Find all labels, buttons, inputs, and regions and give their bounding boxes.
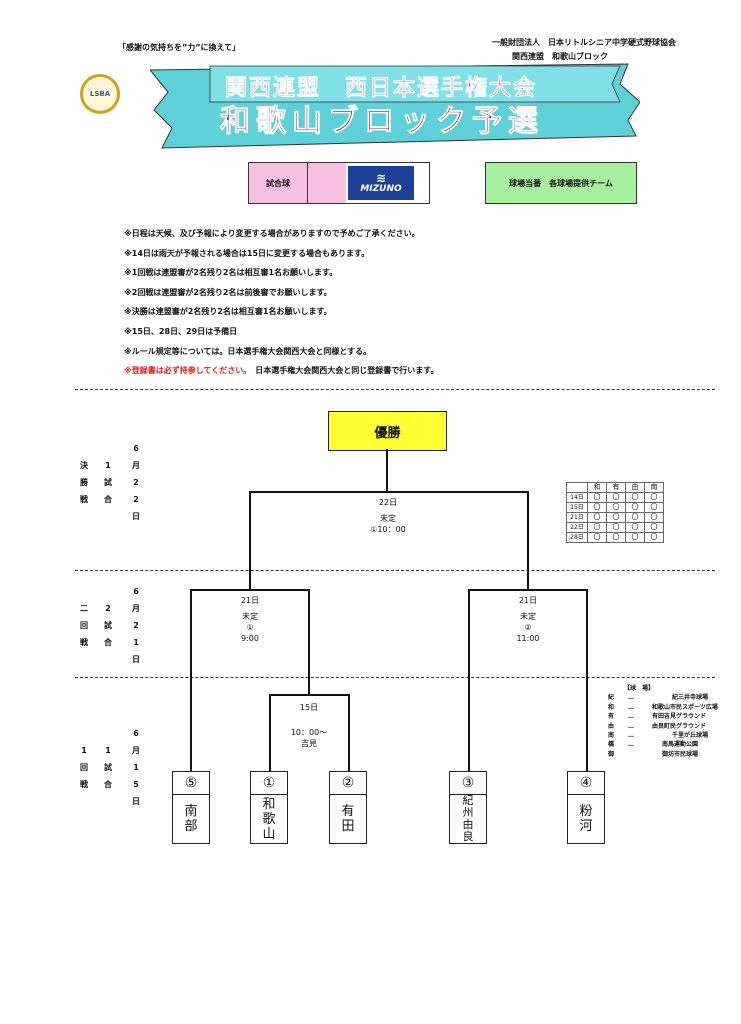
association-logo: LSBA: [80, 74, 120, 114]
team-name: 和歌山: [262, 796, 276, 842]
schedule-table: 和有由南 14日〇〇〇〇 15日〇〇〇〇 21日〇〇〇〇 22日〇〇〇〇 28日…: [566, 482, 664, 543]
venue-list: 【球 場】 紀…紀三井寺球場 和…和歌山市民スポーツ広場 有…有田吉見グラウンド…: [608, 684, 718, 759]
venue-item: 由…由良町民グラウンド: [608, 722, 707, 730]
divider: [75, 570, 715, 571]
round-second-name: 二回戦: [80, 604, 88, 647]
team-box-nanbu: ⑤ 南部: [172, 771, 210, 844]
match-ball-box: 試合球 ≋MIZUNO: [248, 162, 430, 204]
note-item: ※1回戦は連盟審が2名残り2名は相互審1名お願いします。: [124, 268, 338, 278]
note-item: ※15日、28日、29日は予備日: [124, 326, 238, 336]
note-item: ※14日は雨天が予報される場合は15日に変更する場合もあります。: [124, 248, 370, 258]
venue-title: 【球 場】: [624, 685, 655, 692]
banner-title-line1: 関西連盟 西日本選手権大会: [225, 75, 538, 102]
note-item-last: ※登録書は必ず持参してください。 日本選手権大会関西大会と同じ登録書で行います。: [124, 366, 439, 376]
bracket-line: [269, 694, 271, 771]
venue-item: 橋…南馬運動公園: [608, 741, 699, 749]
note-red: ※登録書は必ず持参してください。: [124, 366, 248, 376]
bracket-line: [308, 589, 310, 695]
bracket-line: [190, 589, 192, 771]
bracket-line: [249, 491, 251, 589]
venue-item: 有…有田吉見グラウンド: [608, 713, 707, 721]
team-seed: ②: [330, 772, 366, 795]
table-row: 14日〇〇〇〇: [566, 492, 664, 503]
venue-item: 御御坊市民球場: [608, 750, 699, 758]
team-name: 粉河: [579, 804, 593, 834]
runbird-icon: ≋: [375, 171, 387, 185]
bracket-line: [527, 491, 529, 589]
team-name: 南部: [184, 804, 198, 834]
team-box-arida: ② 有田: [329, 771, 367, 844]
bracket-line: [468, 589, 587, 591]
match-ball-label: 試合球: [249, 163, 308, 203]
team-seed: ⑤: [173, 772, 209, 795]
table-row: 21日〇〇〇〇: [566, 512, 664, 523]
org-line-2: 関西連盟 和歌山ブロック: [512, 52, 608, 61]
banner-title-line2: 和歌山ブロック予選: [220, 104, 544, 140]
slogan: 「感謝の気持ちを”力”に換えて」: [118, 43, 241, 52]
bracket-line: [269, 694, 349, 696]
table-row: 28日〇〇〇〇: [566, 532, 664, 543]
logo-text: LSBA: [89, 90, 111, 98]
table-row: 22日〇〇〇〇: [566, 522, 664, 533]
note-item: ※決勝は連盟審が2名残り2名は相互審1名お願いします。: [124, 307, 332, 317]
bracket-line: [249, 491, 528, 493]
organization-info: 一般財団法人 日本リトルシニア中学硬式野球協会 関西連盟 和歌山ブロック: [492, 36, 676, 64]
team-box-wakayama: ① 和歌山: [250, 771, 288, 844]
title-banner: [150, 63, 640, 149]
org-line-1: 一般財団法人 日本リトルシニア中学硬式野球協会: [492, 38, 676, 47]
table-header-row: 和有由南: [566, 482, 664, 493]
round-final-name: 決勝戦: [80, 461, 88, 504]
team-name: 紀州由良: [462, 794, 474, 843]
bracket-line: [190, 589, 309, 591]
bracket-line: [586, 589, 588, 771]
venue-item: 南…千里が丘球場: [608, 732, 709, 740]
table-row: 15日〇〇〇〇: [566, 502, 664, 513]
team-box-kishu-yura: ③ 紀州由良: [449, 771, 487, 844]
divider: [75, 389, 715, 390]
venue-item: 紀…紀三井寺球場: [608, 694, 709, 702]
bracket-line: [468, 589, 470, 771]
note-item: ※日程は天候、及び予報により変更する場合がありますので予めご了承ください。: [124, 229, 420, 238]
team-box-kokawa: ④ 粉河: [567, 771, 605, 844]
team-seed: ④: [568, 772, 604, 795]
team-seed: ①: [251, 772, 287, 795]
team-seed: ③: [450, 772, 486, 795]
bracket-line: [386, 449, 388, 492]
divider: [75, 677, 715, 678]
bracket-line: [348, 694, 350, 771]
mizuno-logo: ≋MIZUNO: [346, 163, 416, 203]
note-item: ※2回戦は連盟審が2名残り2名は前後審でお願いします。: [124, 287, 332, 297]
venue-item: 和…和歌山市民スポーツ広場: [608, 703, 718, 711]
team-name: 有田: [341, 804, 355, 834]
notes: ※日程は天候、及び予報により変更する場合がありますので予めご了承ください。 ※1…: [124, 224, 439, 381]
note-item: ※ルール規定等については。日本選手権大会関西大会と同様とする。: [124, 346, 372, 356]
field-duty-box: 球場当番 各球場提供チーム: [485, 162, 637, 204]
champion-box: 優勝: [328, 411, 447, 451]
